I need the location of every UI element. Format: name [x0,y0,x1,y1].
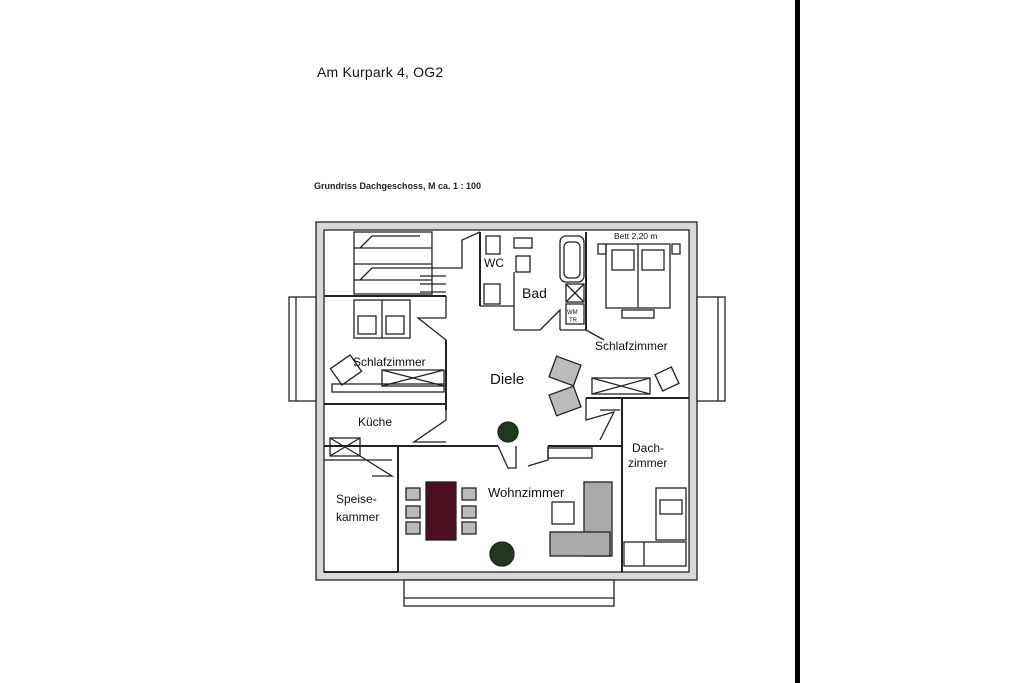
label-wm: WM [567,310,578,316]
right-bay-window [696,296,726,402]
wardrobe-right [591,377,651,395]
page-edge-line [795,0,800,683]
label-dachzimmer-2: zimmer [628,456,667,470]
wardrobe-left [381,369,445,387]
label-diele: Diele [490,371,524,388]
label-speise-2: kammer [336,510,379,524]
plan-subtitle: Grundriss Dachgeschoss, M ca. 1 : 100 [314,181,482,191]
kitchen-counter [329,437,361,457]
dining-table [425,481,457,541]
chair-left [329,354,363,386]
label-wohnzimmer: Wohnzimmer [488,485,565,500]
page-title: Am Kurpark 4, OG2 [317,64,444,80]
label-kueche: Küche [358,415,392,429]
label-bad: Bad [522,285,547,301]
inner-wall [323,229,690,573]
label-speise-1: Speise- [336,492,377,506]
left-bay-window [288,296,317,402]
bed-dachzimmer [655,487,687,541]
plant-diele [497,421,519,443]
label-schlafzimmer-right: Schlafzimmer [595,339,668,353]
label-bed-dim: Bett 2,20 m [614,231,657,241]
label-wc: WC [484,256,504,270]
balcony [403,579,615,607]
chair-right [654,366,680,392]
plant-wohnzimmer [489,541,515,567]
label-schlafzimmer-left: Schlafzimmer [353,355,426,369]
label-tr: TR [569,318,578,324]
label-dachzimmer-1: Dach- [632,441,664,455]
staircase [353,231,433,295]
